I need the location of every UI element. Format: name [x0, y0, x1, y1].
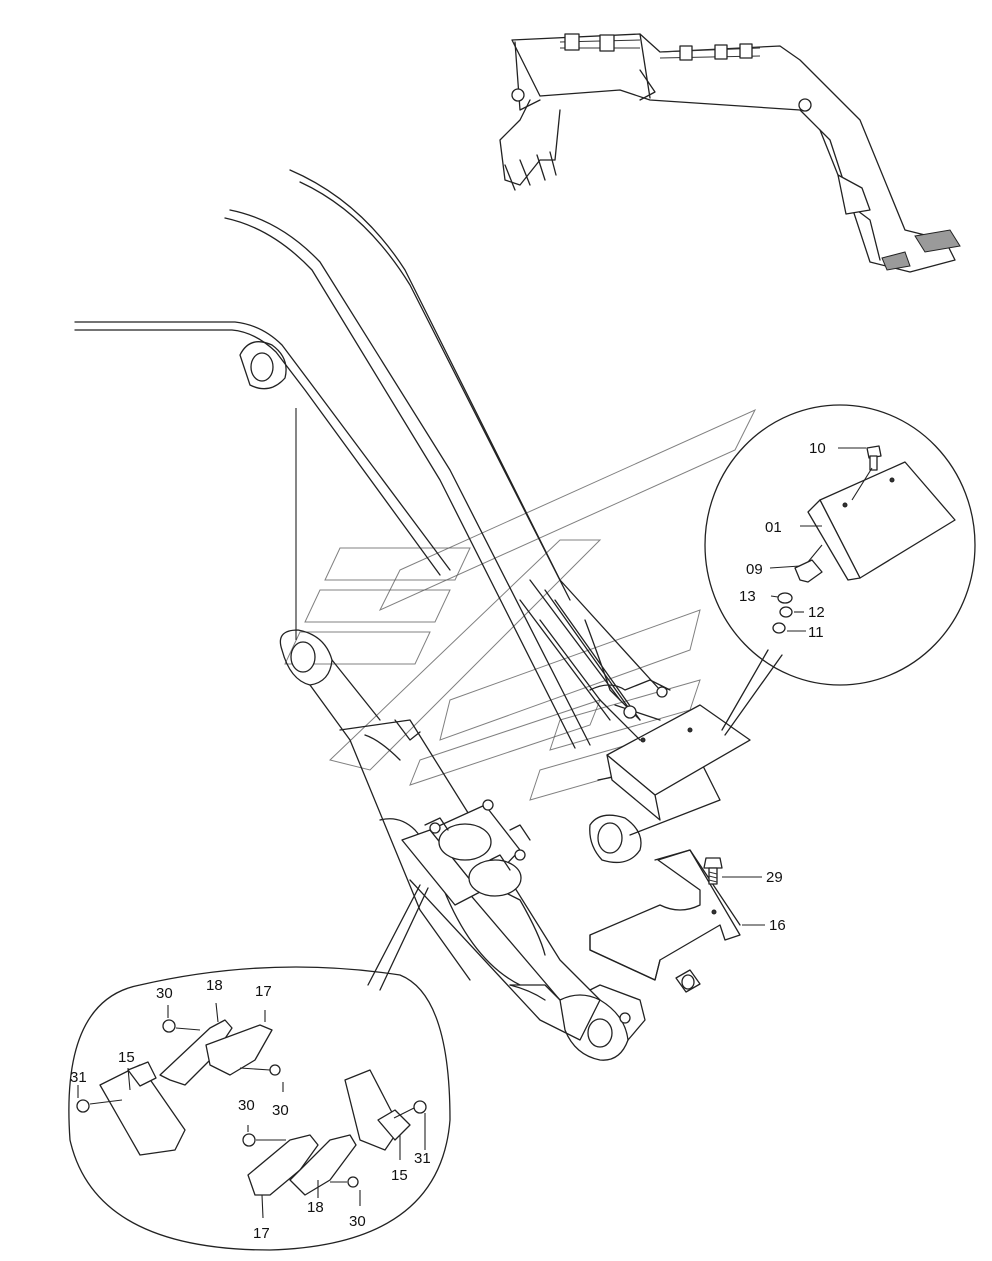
callout-31: 31: [414, 1150, 431, 1167]
detail-circle-cover: [704, 404, 976, 736]
callout-18: 18: [206, 977, 223, 994]
callout-10: 10: [809, 440, 826, 457]
callout-01: 01: [765, 519, 782, 536]
bolt-part-29: [703, 857, 723, 885]
callout-30: 30: [238, 1097, 255, 1114]
callout-17: 17: [253, 1225, 270, 1242]
callout-15: 15: [118, 1049, 135, 1066]
cylinder-clamp-assembly: [401, 799, 531, 906]
callout-12: 12: [808, 604, 825, 621]
callout-30: 30: [272, 1102, 289, 1119]
hydraulic-cylinder: [279, 629, 646, 1061]
callout-18: 18: [307, 1199, 324, 1216]
main-leaders: [722, 876, 765, 926]
callout-31: 31: [70, 1069, 87, 1086]
callout-09: 09: [746, 561, 763, 578]
watermark-logo: [284, 408, 757, 801]
detail-circle-clamps: [68, 884, 451, 1251]
cover-plate-installed: [589, 679, 751, 821]
callout-30: 30: [349, 1213, 366, 1230]
callout-15: 15: [391, 1167, 408, 1184]
callout-30: 30: [156, 985, 173, 1002]
callout-16: 16: [769, 917, 786, 934]
bracket-part-16: [589, 849, 741, 993]
callout-17: 17: [255, 983, 272, 1000]
callout-labels: 10 01 09 13 12 11 29 16 30 18 17 15 31 3…: [70, 440, 826, 1242]
callout-29: 29: [766, 869, 783, 886]
boom-arm: [74, 169, 721, 864]
callout-11: 11: [808, 624, 824, 641]
callout-13: 13: [739, 588, 756, 605]
overview-inset: [499, 33, 961, 273]
